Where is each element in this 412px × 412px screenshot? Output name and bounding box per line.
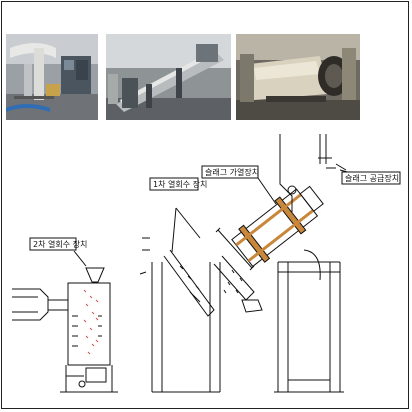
label-secondary-heat-recovery: 2차 열회수 장치 <box>33 239 87 249</box>
conveyor-photo-image <box>106 34 231 120</box>
secondary-label-box <box>29 237 77 251</box>
photo-conveyor-line <box>106 34 231 120</box>
label-slag-supply: 슬래그 공급장치 <box>345 173 399 183</box>
primary-heat-recovery-unit <box>139 237 221 393</box>
label-slag-heating: 슬래그 가열장치 <box>205 167 259 177</box>
kiln-photo-image <box>236 34 360 120</box>
supply-label-box <box>341 171 401 185</box>
photo-rotary-kiln <box>236 34 360 120</box>
heating-label-box <box>201 165 259 179</box>
slag-heating-unit <box>215 177 344 393</box>
label-primary-heat-recovery: 1차 열회수 장치 <box>153 179 207 189</box>
ducting-photo-image <box>6 34 98 120</box>
secondary-heat-recovery-unit <box>12 250 118 393</box>
primary-label-box <box>149 177 199 191</box>
packed-particles <box>83 289 99 355</box>
photo-ducting-system <box>6 34 98 120</box>
inclined-conveyor <box>171 207 263 313</box>
